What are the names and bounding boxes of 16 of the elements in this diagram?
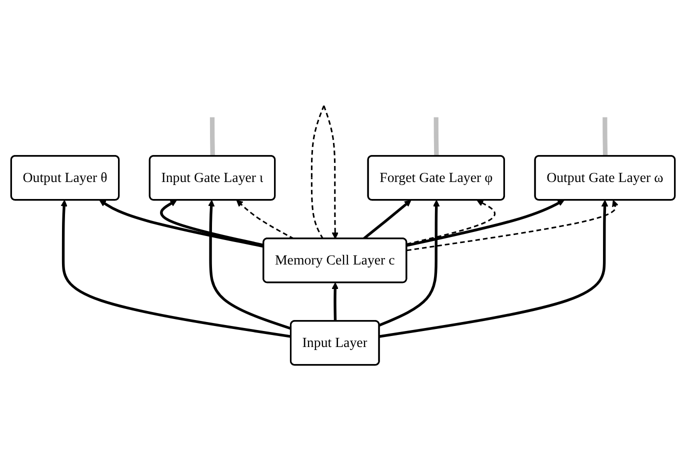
arrow xyxy=(236,200,294,240)
arrow xyxy=(99,200,264,248)
arrow xyxy=(406,200,618,252)
connector xyxy=(602,117,608,156)
arrow xyxy=(378,200,440,326)
arrow xyxy=(60,200,292,338)
arrow xyxy=(160,200,264,247)
arrow xyxy=(310,105,339,240)
arrow xyxy=(379,200,608,338)
arrow xyxy=(332,282,339,322)
connector xyxy=(210,117,215,156)
arrow xyxy=(208,200,292,330)
arrow xyxy=(406,200,564,247)
connector xyxy=(434,117,439,156)
arrow xyxy=(362,200,412,240)
arrow xyxy=(406,200,496,245)
